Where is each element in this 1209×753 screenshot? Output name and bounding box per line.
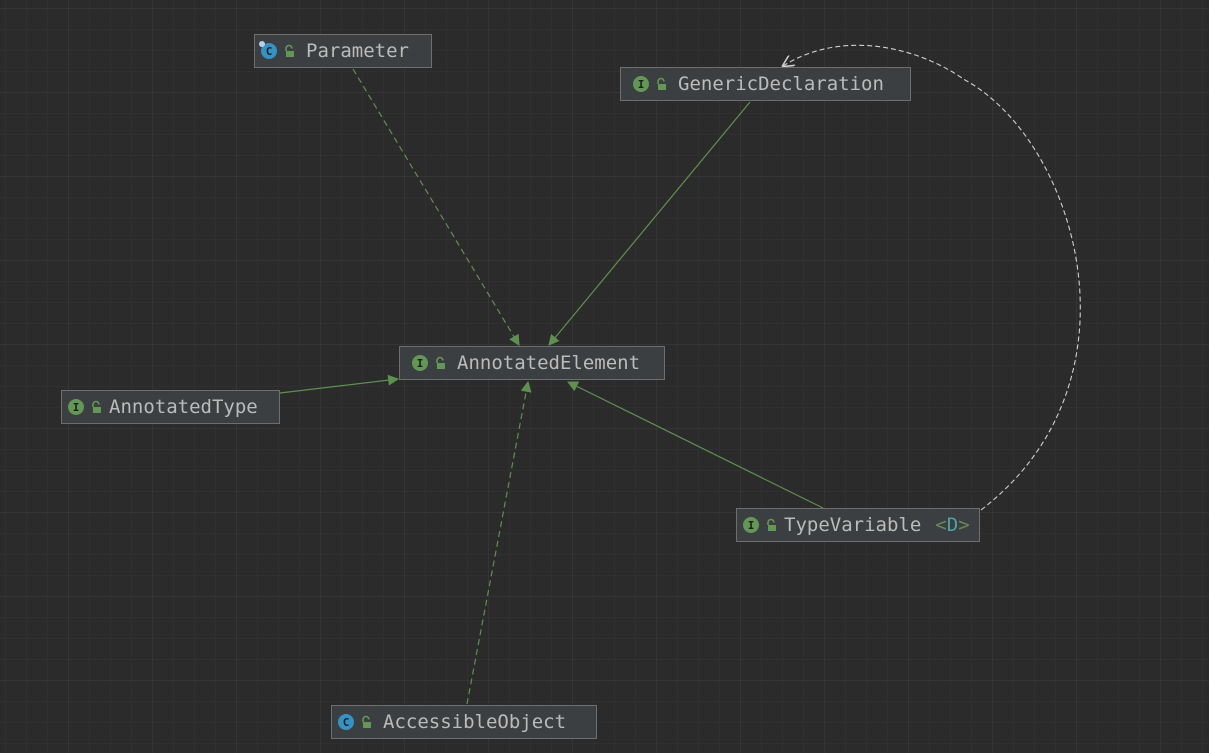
edge-accessible-object-to-annotated-element (466, 380, 532, 705)
node-type-variable[interactable]: I TypeVariable <D> (736, 508, 980, 542)
public-lock-icon (436, 356, 445, 369)
node-accessible-object[interactable]: C AccessibleObject (331, 705, 597, 739)
node-generic-declaration[interactable]: I GenericDeclaration (620, 67, 911, 101)
public-lock-icon (767, 518, 776, 531)
node-label: TypeVariable (784, 514, 922, 536)
interface-icon: I (68, 399, 84, 415)
public-lock-icon (362, 715, 371, 728)
edge-annotated-type-to-annotated-element (279, 374, 400, 394)
node-parameter[interactable]: C Parameter (254, 34, 432, 68)
edge-generic-declaration-to-annotated-element (548, 101, 751, 346)
node-label: AnnotatedType (109, 396, 258, 418)
node-label: GenericDeclaration (678, 73, 884, 95)
node-label: Parameter (306, 40, 409, 62)
node-annotated-element[interactable]: I AnnotatedElement (399, 346, 665, 380)
edge-parameter-to-annotated-element (352, 68, 520, 346)
interface-icon: I (633, 76, 649, 92)
interface-icon: I (412, 355, 428, 371)
edge-type-variable-to-generic-declaration (783, 44, 1081, 511)
edge-type-variable-to-annotated-element (567, 381, 824, 509)
node-label: AccessibleObject (383, 711, 567, 733)
type-parameter: <D> (935, 514, 970, 536)
node-annotated-type[interactable]: I AnnotatedType (61, 390, 280, 424)
public-lock-icon (92, 400, 101, 413)
node-label: AnnotatedElement (457, 352, 641, 374)
class-icon: C (259, 41, 277, 59)
public-lock-icon (657, 77, 666, 90)
class-icon: C (338, 714, 354, 730)
public-lock-icon (285, 44, 294, 57)
interface-icon: I (743, 517, 759, 533)
